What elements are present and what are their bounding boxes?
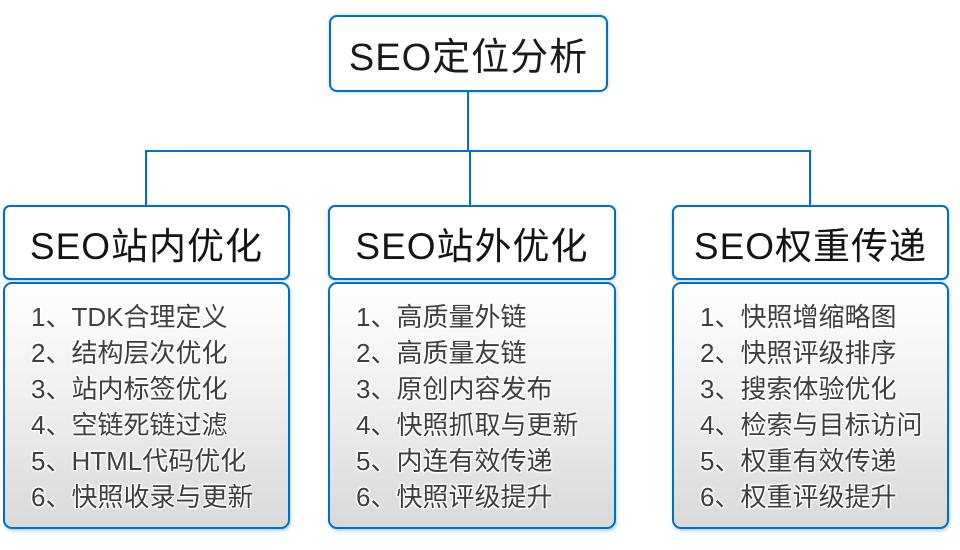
list-item: 3、站内标签优化 [31,374,228,404]
branch-panel-weight: SEO权重传递 1、快照增缩略图 2、快照评级排序 3、搜索体验优化 4、检索与… [672,205,949,529]
branch-title-weight: SEO权重传递 [672,205,949,280]
list-item: 2、快照评级排序 [700,338,897,368]
list-item: 4、检索与目标访问 [700,410,923,440]
drop-line-middle [469,150,471,207]
list-item: 6、权重评级提升 [700,482,897,512]
list-item: 1、TDK合理定义 [31,302,228,332]
drop-line-right [809,150,811,207]
branch-title-label: SEO站外优化 [355,225,589,267]
branch-title-label: SEO站内优化 [29,225,264,267]
list-item: 3、原创内容发布 [356,374,553,404]
branch-panel-offsite: SEO站外优化 1、高质量外链 2、高质量友链 3、原创内容发布 4、快照抓取与… [328,205,616,529]
list-item: 3、搜索体验优化 [700,374,897,404]
list-item: 5、权重有效传递 [700,446,897,476]
list-item: 2、高质量友链 [356,338,527,368]
root-node: SEO定位分析 [329,15,608,92]
list-item: 4、空链死链过滤 [31,410,228,440]
list-item: 5、内连有效传递 [356,446,553,476]
drop-line-left [145,150,147,207]
branch-horizontal-line [145,150,811,152]
branch-title-onsite: SEO站内优化 [3,205,290,280]
list-item: 6、快照收录与更新 [31,482,254,512]
root-node-title: SEO定位分析 [348,37,589,79]
branch-body-onsite: 1、TDK合理定义 2、结构层次优化 3、站内标签优化 4、空链死链过滤 5、H… [3,282,290,529]
list-item: 4、快照抓取与更新 [356,410,579,440]
list-item: 1、快照增缩略图 [700,302,897,332]
branch-title-offsite: SEO站外优化 [328,205,616,280]
branch-body-weight: 1、快照增缩略图 2、快照评级排序 3、搜索体验优化 4、检索与目标访问 5、权… [672,282,949,529]
list-item: 2、结构层次优化 [31,338,228,368]
branch-title-label: SEO权重传递 [693,225,928,267]
list-item: 6、快照评级提升 [356,482,553,512]
branch-panel-onsite: SEO站内优化 1、TDK合理定义 2、结构层次优化 3、站内标签优化 4、空链… [3,205,290,529]
root-stem-line [467,91,469,151]
branch-body-offsite: 1、高质量外链 2、高质量友链 3、原创内容发布 4、快照抓取与更新 5、内连有… [328,282,616,529]
list-item: 1、高质量外链 [356,302,527,332]
list-item: 5、HTML代码优化 [31,446,247,476]
